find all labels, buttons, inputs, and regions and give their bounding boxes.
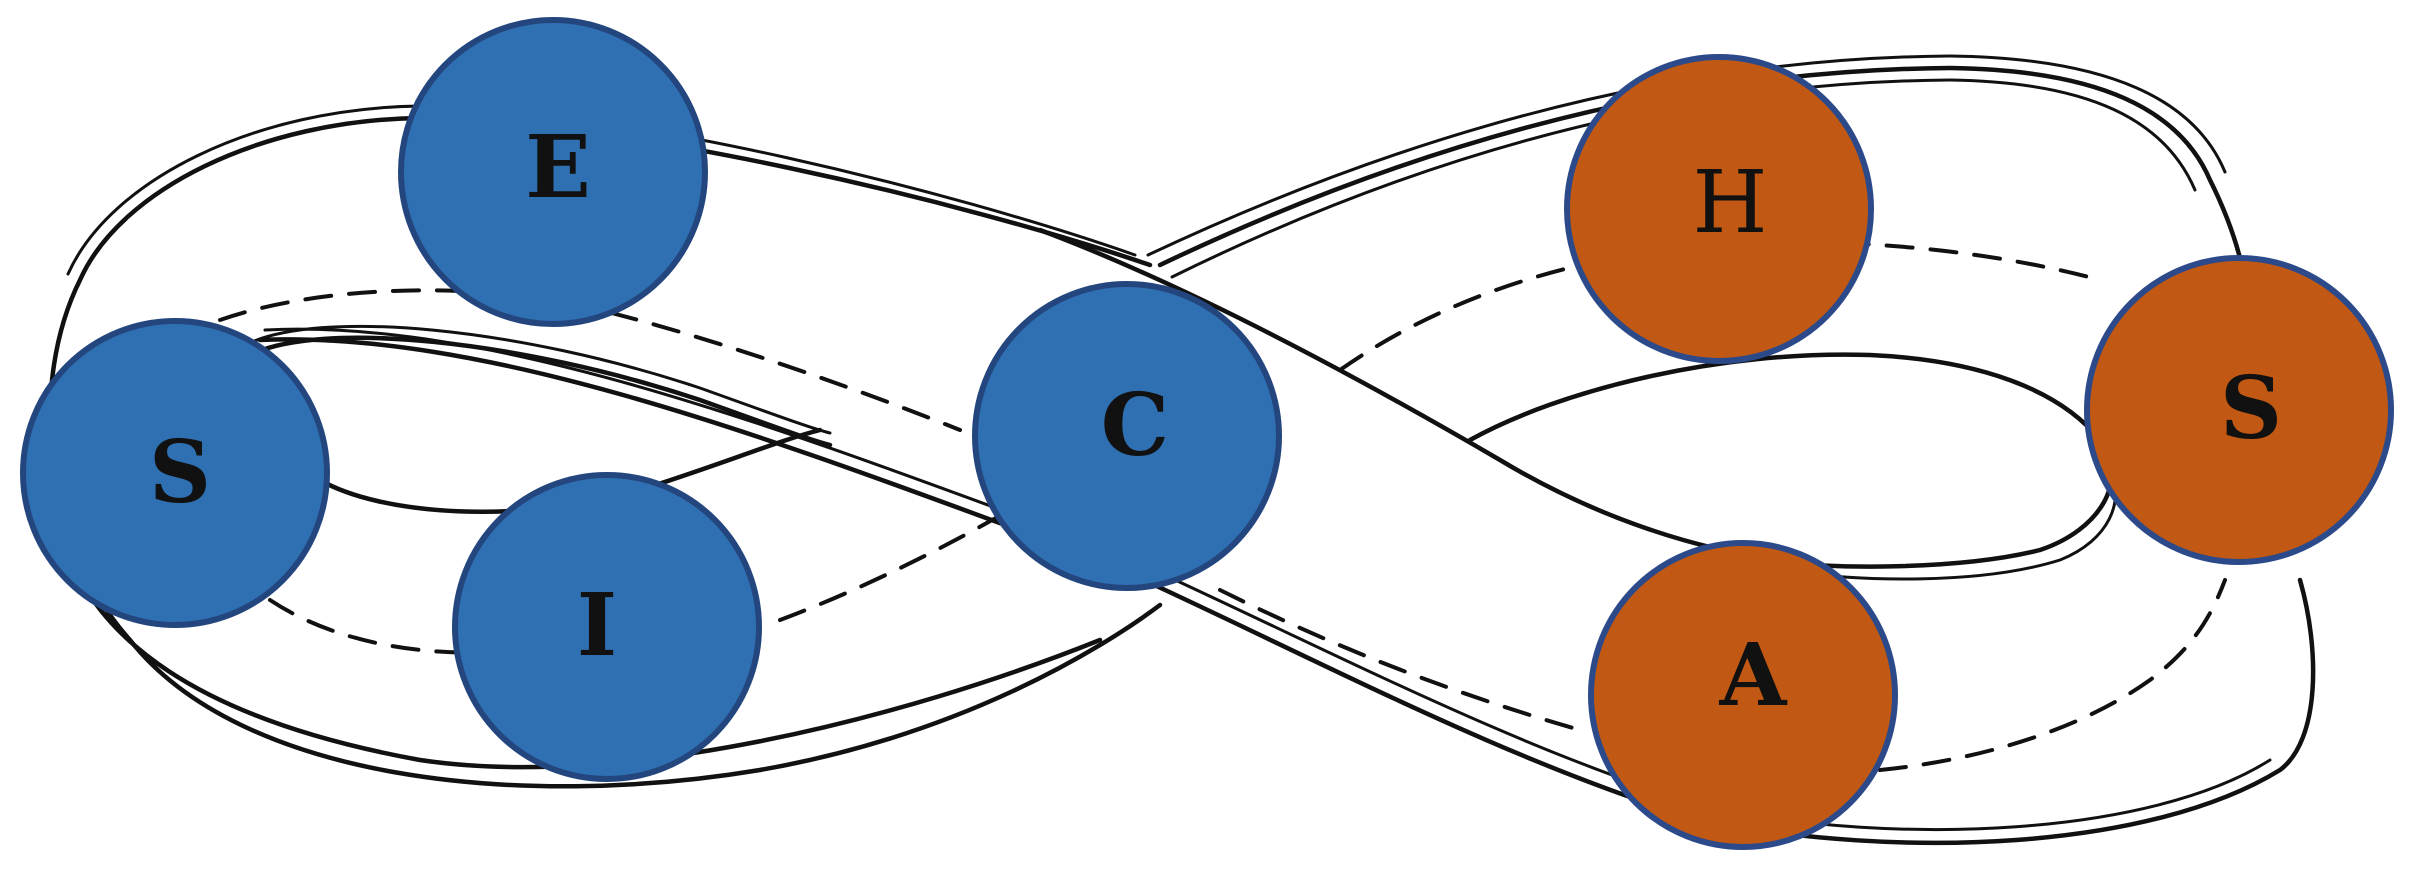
node-a: A [1588, 540, 1898, 850]
node-h-label: H [1693, 153, 1768, 253]
node-i-label: I [577, 575, 617, 676]
node-h: H [1564, 54, 1874, 364]
band-hole-right-bottom [1778, 468, 2118, 581]
band-hole-left-top [247, 335, 833, 448]
band-back-edge-left [218, 288, 962, 432]
band-cross-strand-3 [57, 527, 1103, 770]
band-hole-left-top-2 [243, 324, 832, 435]
node-c-label: C [1101, 375, 1169, 476]
band-back-edge-center [1218, 588, 1582, 732]
band-cross-strand-2 [263, 327, 2272, 832]
band-back-edge-right [1338, 239, 2102, 372]
node-s-right-label: S [2220, 358, 2282, 459]
node-e: E [398, 17, 708, 327]
band-hole-right-top [1467, 352, 2114, 569]
node-c: C [972, 281, 1282, 591]
band-cross-strand-1 [257, 337, 2316, 846]
node-s-right: S [2084, 255, 2394, 565]
band-twist-strand [1037, 227, 1783, 563]
band-back-edge-right-bottom [1878, 578, 2227, 772]
node-a-label: A [1719, 625, 1788, 726]
node-s-left: S [20, 318, 330, 628]
node-e-label: E [525, 117, 591, 218]
band-back-edge-left-bottom-2 [778, 508, 1012, 622]
node-s-left-label: S [149, 422, 211, 523]
node-i: I [452, 472, 762, 782]
band-edge-right-outer-2 [1146, 54, 2227, 257]
